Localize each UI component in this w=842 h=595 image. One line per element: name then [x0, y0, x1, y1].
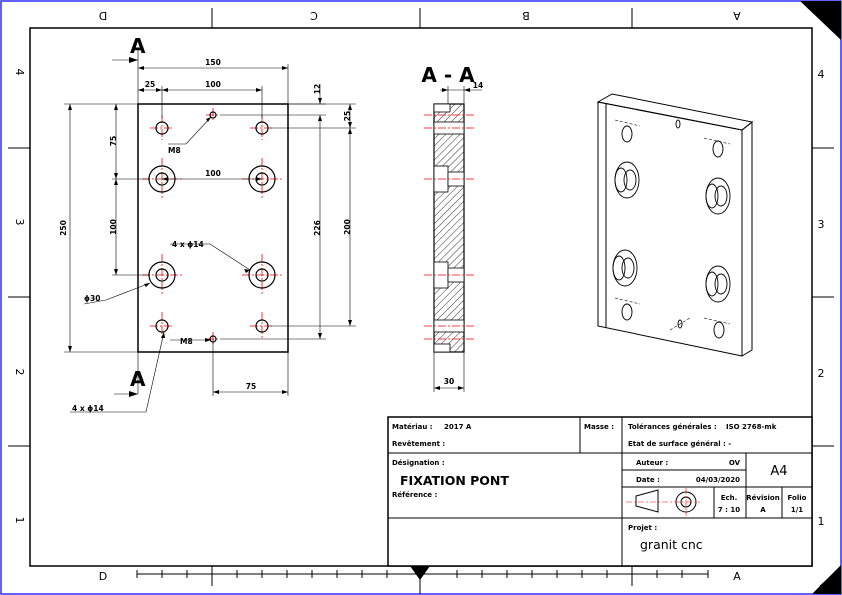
tb-ech-label: Ech.: [721, 494, 738, 502]
tb-revision-value: A: [760, 506, 766, 514]
corner-mark-top-right: [800, 1, 841, 40]
dim-offset-25: 25: [145, 80, 155, 89]
tb-projet-label: Projet :: [628, 524, 657, 532]
zone-label-bottom-a: A: [733, 570, 741, 583]
section-title: A - A: [421, 63, 475, 87]
tb-date-label: Date :: [636, 476, 660, 484]
front-dimension-lines: [64, 50, 356, 413]
callout-holes-4x14-bottom: 4 x ϕ14: [72, 404, 104, 413]
dim-v25-right: 25: [343, 111, 352, 121]
callout-holes-4x14-mid: 4 x ϕ14: [172, 240, 204, 249]
dim-v100: 100: [109, 219, 118, 235]
tb-date-value: 04/03/2020: [696, 476, 740, 484]
zone-label-top-d: D: [99, 9, 107, 22]
section-letter-top: A: [130, 34, 146, 58]
tb-revision-label: Révision: [746, 494, 779, 502]
tb-auteur-label: Auteur :: [636, 459, 668, 467]
callout-m8-top: M8: [168, 146, 181, 155]
tb-revetement-label: Revêtement :: [392, 440, 445, 448]
tb-masse-label: Masse :: [584, 423, 614, 431]
tb-projet-value: granit cnc: [640, 537, 703, 552]
section-arrowheads: [434, 88, 470, 390]
zone-label-left-1: 1: [13, 517, 26, 524]
dim-v200: 200: [343, 219, 352, 235]
zone-label-bottom-d: D: [99, 570, 107, 583]
zone-ticks: [8, 8, 834, 586]
zone-label-left-4: 4: [13, 69, 26, 76]
tb-tolerances-value: ISO 2768-mk: [726, 423, 777, 431]
zone-label-top-b: B: [522, 9, 530, 22]
tb-auteur-value: OV: [729, 459, 741, 467]
zone-label-right-3: 3: [818, 218, 825, 231]
section-letter-bottom: A: [130, 367, 146, 391]
tb-format: A4: [770, 464, 787, 479]
tb-materiau-value: 2017 A: [444, 423, 472, 431]
dim-height-250: 250: [59, 220, 68, 236]
corner-mark-bottom-right: [812, 565, 841, 594]
tb-folio-value: 1/1: [791, 506, 803, 514]
zone-label-left-2: 2: [13, 369, 26, 376]
zone-label-left-3: 3: [13, 219, 26, 226]
tb-reference-label: Référence :: [392, 491, 437, 499]
corner-line: [807, 7, 835, 29]
corner-line: [819, 573, 835, 587]
callout-dia30: ϕ30: [84, 294, 100, 303]
section-outline: [433, 103, 465, 353]
callout-m8-bottom: M8: [180, 337, 193, 346]
section-dim-14: 14: [473, 81, 483, 90]
center-arrow-marker: [410, 566, 430, 580]
dim-v12: 12: [313, 84, 322, 94]
dim-span-100-mid: 100: [205, 169, 221, 178]
front-view: A A 150 25 100 250 75 100 100 12 25 226 …: [59, 34, 356, 413]
zone-label-right-1: 1: [818, 515, 825, 528]
dim-v75: 75: [109, 136, 118, 146]
zone-label-right-2: 2: [818, 367, 825, 380]
tb-surface-label: Etat de surface général : -: [628, 440, 731, 448]
dim-span-100-top: 100: [205, 80, 221, 89]
tb-folio-label: Folio: [788, 494, 807, 502]
section-centerlines: [424, 114, 474, 340]
dim-h75-bottom: 75: [246, 382, 256, 391]
isometric-view: [596, 93, 754, 357]
title-block: Matériau : 2017 A Revêtement : Masse : T…: [387, 416, 813, 567]
tb-designation-value: FIXATION PONT: [400, 473, 509, 488]
projection-symbol: [626, 488, 700, 516]
zone-label-top-a: A: [733, 9, 741, 22]
front-arrowheads: [68, 57, 352, 397]
dim-width-150: 150: [205, 58, 221, 67]
zone-label-right-4: 4: [818, 68, 825, 81]
zone-label-top-c: C: [310, 9, 318, 22]
section-view: A - A: [421, 63, 483, 392]
tb-tolerances-label: Tolérances générales :: [628, 423, 717, 431]
dim-v226: 226: [313, 220, 322, 236]
section-dim-30: 30: [444, 377, 454, 386]
tb-designation-label: Désignation :: [392, 459, 445, 467]
tb-materiau-label: Matériau :: [392, 423, 433, 431]
tb-ech-value: 7 : 10: [718, 506, 740, 514]
